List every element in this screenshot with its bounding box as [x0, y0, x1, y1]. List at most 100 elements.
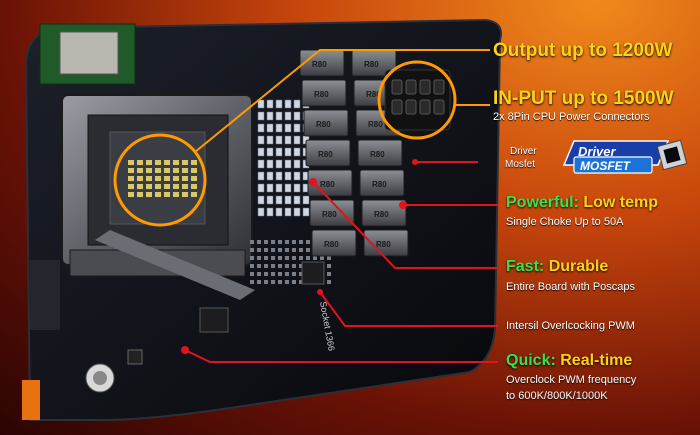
socket-pin: [155, 176, 161, 181]
capacitor: [302, 207, 310, 217]
choke: [357, 139, 403, 167]
socket-pin: [173, 176, 179, 181]
socket-pin: [128, 176, 134, 181]
callout-line-output: [194, 49, 490, 153]
socket-pin: [137, 168, 143, 173]
capacitor: [293, 135, 301, 145]
choke-label: R80: [324, 240, 339, 249]
socket-pin: [155, 160, 161, 165]
capacitor: [266, 195, 274, 205]
smd-component: [299, 256, 303, 260]
smd-component: [250, 280, 254, 284]
choke-label: R80: [376, 240, 391, 249]
highlight-circle-socket: [113, 133, 207, 227]
socket-pin: [182, 192, 188, 197]
smd-component: [285, 248, 289, 252]
smd-component: [264, 256, 268, 260]
capacitor: [257, 147, 265, 157]
smd-component: [264, 240, 268, 244]
capacitor: [284, 111, 292, 121]
socket-pin: [137, 176, 143, 181]
connector-pin: [391, 99, 403, 115]
connector-pin: [433, 99, 445, 115]
connector-pin: [391, 79, 403, 95]
smd-component: [327, 280, 331, 284]
socket-pin: [146, 184, 152, 189]
capacitor: [257, 123, 265, 133]
capacitor: [284, 195, 292, 205]
driver-mosfet-logo: Driver MOSFET: [562, 139, 688, 174]
choke-label: R80: [370, 150, 385, 159]
smd-component: [320, 256, 324, 260]
capacitor: [257, 171, 265, 181]
smd-component: [285, 256, 289, 260]
svg-text:Driver: Driver: [578, 144, 617, 159]
callout-line-quick: [184, 349, 498, 363]
driver-line2: Mosfet: [505, 159, 536, 170]
smd-component: [264, 280, 268, 284]
capacitor: [284, 99, 292, 109]
capacitor: [284, 135, 292, 145]
smd-component: [278, 240, 282, 244]
capacitor: [275, 159, 283, 169]
socket-pin: [164, 192, 170, 197]
capacitor: [284, 183, 292, 193]
socket-pin: [155, 168, 161, 173]
smd-component: [285, 264, 289, 268]
smd-component: [278, 280, 282, 284]
choke: [305, 139, 351, 167]
smd-component: [278, 272, 282, 276]
capacitor: [293, 159, 301, 169]
socket-pin: [128, 168, 134, 173]
capacitor: [284, 207, 292, 217]
output-heading: Output up to 1200W: [493, 40, 673, 61]
smd-component: [327, 256, 331, 260]
smd-component: [271, 280, 275, 284]
smd-component: [271, 240, 275, 244]
capacitor: [266, 159, 274, 169]
smd-component: [264, 272, 268, 276]
capacitor: [284, 123, 292, 133]
smd-component: [292, 280, 296, 284]
driver-line1: Driver: [510, 146, 537, 157]
intersil-label: Intersil Overlcocking PWM: [506, 320, 635, 332]
capacitor: [293, 207, 301, 217]
choke-label: R80: [316, 120, 331, 129]
capacitor: [293, 111, 301, 121]
smd-component: [292, 256, 296, 260]
capacitor: [257, 183, 265, 193]
smd-component: [271, 272, 275, 276]
smd-component: [271, 264, 275, 268]
socket-pin: [146, 168, 152, 173]
choke-label: R80: [320, 180, 335, 189]
capacitor: [266, 207, 274, 217]
pwm-chip: [199, 307, 229, 333]
capacitor: [266, 183, 274, 193]
capacitor: [257, 99, 265, 109]
fast-label: Fast:: [506, 258, 545, 275]
quick-value: Real-time: [560, 352, 633, 369]
socket-pin: [137, 184, 143, 189]
choke: [301, 79, 347, 107]
choke-label: R80: [314, 90, 329, 99]
debug-header: [127, 349, 143, 365]
pwm-chip-2: [301, 261, 325, 285]
socket-pin: [164, 168, 170, 173]
smd-component: [327, 264, 331, 268]
capacitor: [293, 147, 301, 157]
choke-label: R80: [368, 120, 383, 129]
choke: [363, 229, 409, 257]
powerful-heading: Powerful: Low temp: [506, 194, 658, 212]
capacitor: [293, 183, 301, 193]
socket-pin: [164, 160, 170, 165]
smd-component: [285, 272, 289, 276]
smd-component: [299, 248, 303, 252]
capacitor: [257, 159, 265, 169]
smd-component: [299, 272, 303, 276]
smd-component: [306, 256, 310, 260]
socket-pins: [128, 160, 197, 197]
connector-pin: [419, 99, 431, 115]
fast-subtitle: Entire Board with Poscaps: [506, 281, 636, 293]
